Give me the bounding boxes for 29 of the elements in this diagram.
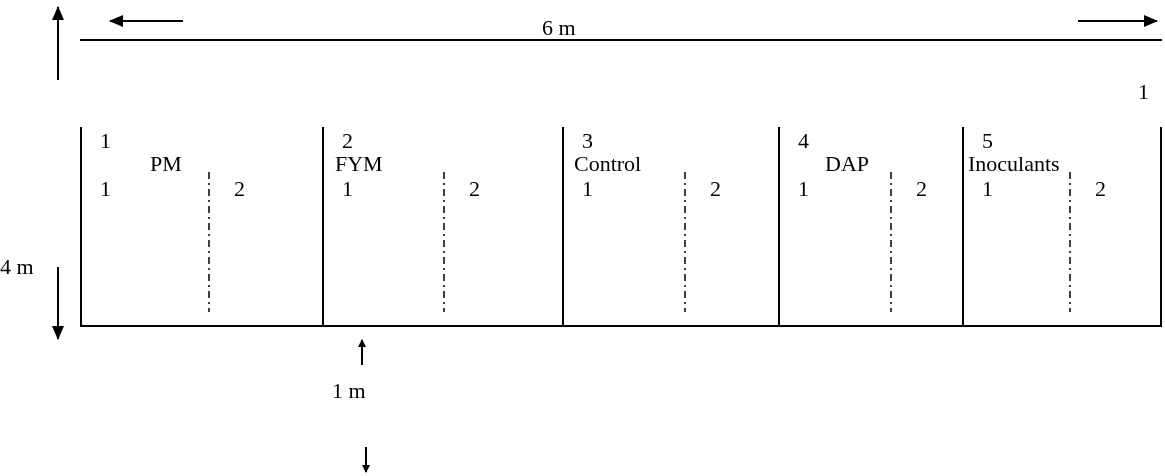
subplot-number: 2 bbox=[710, 177, 721, 201]
plot-number: 3 bbox=[582, 129, 593, 153]
subplot-number: 1 bbox=[100, 177, 111, 201]
subplot-number: 1 bbox=[982, 177, 993, 201]
plot-area bbox=[562, 127, 778, 327]
dimension-label: 1 m bbox=[332, 379, 366, 403]
subplot-number: 2 bbox=[469, 177, 480, 201]
subplot-number: 1 bbox=[582, 177, 593, 201]
treatment-name: DAP bbox=[825, 152, 869, 176]
plot-number: 5 bbox=[982, 129, 993, 153]
plot-number: 4 bbox=[798, 129, 809, 153]
plot-area bbox=[322, 127, 562, 327]
treatment-name: PM bbox=[150, 152, 182, 176]
plot-area bbox=[80, 127, 322, 327]
dimension-label: 6 m bbox=[542, 16, 576, 40]
plot-number: 1 bbox=[100, 129, 111, 153]
plot-number: 2 bbox=[342, 129, 353, 153]
dimension-label: 4 m bbox=[0, 255, 34, 279]
treatment-name: Control bbox=[574, 152, 642, 176]
subplot-number: 1 bbox=[342, 177, 353, 201]
plot-label: 1 bbox=[1138, 80, 1149, 104]
subplot-number: 2 bbox=[1095, 177, 1106, 201]
treatment-name: FYM bbox=[335, 152, 383, 176]
subplot-number: 2 bbox=[916, 177, 927, 201]
plot-area bbox=[778, 127, 962, 327]
subplot-number: 1 bbox=[798, 177, 809, 201]
plot-area bbox=[962, 127, 1162, 327]
treatment-name: Inoculants bbox=[968, 152, 1060, 176]
subplot-number: 2 bbox=[234, 177, 245, 201]
